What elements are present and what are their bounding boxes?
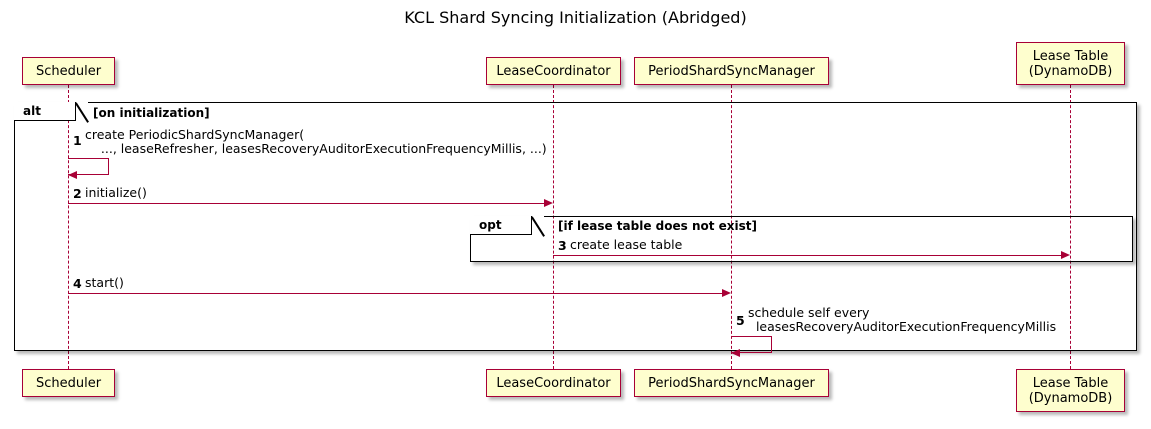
message-2-arrowhead (544, 198, 553, 207)
message-2-number: 2 (73, 186, 82, 201)
message-2-label: initialize() (85, 185, 147, 200)
message-4-label: start() (85, 275, 124, 290)
fragment-alt-guard: [on initialization] (93, 106, 210, 120)
message-4-line (68, 293, 722, 294)
message-1-label: create PeriodicShardSyncManager( ..., le… (85, 127, 547, 156)
message-3-line (553, 255, 1061, 256)
participant-label: LeaseCoordinator (496, 375, 611, 391)
message-5-arrowhead (731, 348, 740, 357)
participant-period-shard-sync-manager-top[interactable]: PeriodShardSyncManager (634, 57, 829, 85)
fragment-opt: opt (470, 216, 1133, 262)
message-4-number: 4 (73, 276, 82, 291)
participant-label: PeriodShardSyncManager (648, 63, 815, 79)
participant-label: Scheduler (35, 63, 102, 79)
participant-period-shard-sync-manager-bottom[interactable]: PeriodShardSyncManager (634, 369, 829, 397)
participant-label: Lease Table (DynamoDB) (1028, 48, 1113, 79)
message-1-self-loop (68, 158, 109, 175)
participant-scheduler-bottom[interactable]: Scheduler (22, 369, 115, 397)
participant-label: Scheduler (35, 375, 102, 391)
lifeline-lease-table (1070, 85, 1071, 369)
participant-lease-coordinator-bottom[interactable]: LeaseCoordinator (486, 369, 621, 397)
participant-label: LeaseCoordinator (496, 63, 611, 79)
lifeline-scheduler (68, 85, 69, 369)
fragment-alt: alt (14, 102, 1137, 351)
message-1-arrowhead (68, 170, 77, 179)
page-title: KCL Shard Syncing Initialization (Abridg… (404, 8, 747, 27)
fragment-opt-guard: [if lease table does not exist] (558, 219, 758, 233)
message-5-label: schedule self every leasesRecoveryAudito… (748, 305, 1057, 334)
participant-lease-table-top[interactable]: Lease Table (DynamoDB) (1016, 42, 1125, 85)
message-3-label: create lease table (570, 237, 683, 252)
participant-label: Lease Table (DynamoDB) (1028, 375, 1113, 406)
message-5-number: 5 (736, 313, 745, 328)
participant-lease-coordinator-top[interactable]: LeaseCoordinator (486, 57, 621, 85)
message-4-arrowhead (722, 288, 731, 297)
message-1-number: 1 (73, 133, 82, 148)
message-3-number: 3 (558, 238, 567, 253)
fragment-alt-operator-label: alt (14, 102, 76, 121)
participant-label: PeriodShardSyncManager (648, 375, 815, 391)
message-2-line (68, 203, 544, 204)
fragment-opt-operator-label: opt (470, 216, 532, 235)
lifeline-period-shard-sync-manager (731, 85, 732, 369)
participant-lease-table-bottom[interactable]: Lease Table (DynamoDB) (1016, 369, 1125, 412)
message-3-arrowhead (1061, 250, 1070, 259)
lifeline-lease-coordinator (553, 85, 554, 369)
message-5-self-loop (731, 336, 772, 353)
participant-scheduler-top[interactable]: Scheduler (22, 57, 115, 85)
